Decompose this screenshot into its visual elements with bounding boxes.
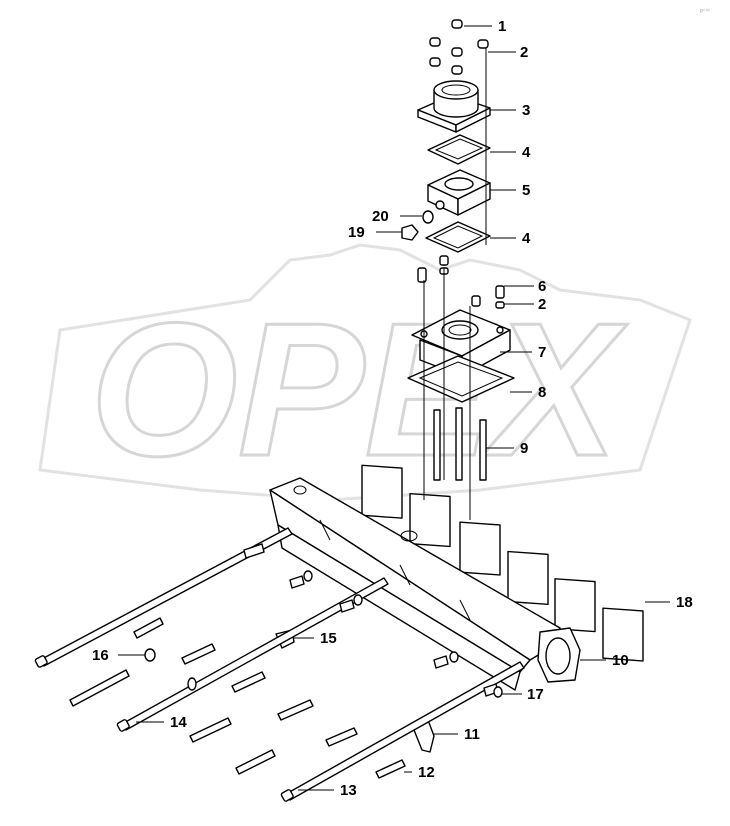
callout-5: 5 <box>490 182 530 199</box>
callout-4-upper: 4 <box>490 144 531 161</box>
callout-label: 15 <box>320 630 337 647</box>
callout-7: 7 <box>500 344 546 361</box>
callout-label: 11 <box>464 726 480 743</box>
callout-19: 19 <box>348 224 402 241</box>
callout-1: 1 <box>464 18 506 35</box>
callout-label: 18 <box>676 594 693 611</box>
callout-20: 20 <box>372 208 422 225</box>
callout-17: 17 <box>502 686 544 703</box>
callout-13: 13 <box>298 782 357 799</box>
part-cover-housing <box>417 80 491 133</box>
callout-label: 8 <box>538 384 546 401</box>
callout-8: 8 <box>510 384 546 401</box>
callout-label: 4 <box>522 144 531 161</box>
part-short-bolts <box>133 543 499 779</box>
callout-11: 11 <box>434 726 480 743</box>
callout-label: 6 <box>538 278 546 295</box>
callout-label: 9 <box>520 440 528 457</box>
callout-12: 12 <box>404 764 435 781</box>
callout-label: 10 <box>612 652 629 669</box>
assembly-center-lines <box>423 268 471 520</box>
callout-15: 15 <box>294 630 337 647</box>
callout-label: 16 <box>92 647 109 664</box>
callout-label: 19 <box>348 224 365 241</box>
callout-4-lower: 4 <box>490 230 531 247</box>
callout-label: 3 <box>522 102 530 119</box>
corner-mark: pᵒ ˢᵒ <box>700 8 710 14</box>
callout-16: 16 <box>92 647 145 664</box>
callout-10: 10 <box>580 652 629 669</box>
callout-6: 6 <box>504 278 546 295</box>
callout-label: 4 <box>522 230 531 247</box>
part-long-bolts <box>34 527 525 802</box>
part-exhaust-manifold <box>269 477 581 691</box>
callout-label: 2 <box>538 296 546 313</box>
part-washer <box>422 210 434 224</box>
part-spacer-block <box>427 169 491 216</box>
callout-2-mid: 2 <box>504 296 546 313</box>
part-small-fasteners <box>417 255 505 309</box>
callout-9: 9 <box>486 440 528 457</box>
part-gasket-lower <box>425 221 491 253</box>
callout-label: 13 <box>340 782 357 799</box>
watermark: OPEX <box>38 243 692 502</box>
part-washers <box>144 570 503 698</box>
callout-label: 2 <box>520 44 528 61</box>
watermark-text: OPEX <box>90 284 628 496</box>
part-plug <box>401 224 419 241</box>
callout-label: 17 <box>527 686 544 703</box>
callout-label: 1 <box>498 18 506 35</box>
callout-label: 5 <box>522 182 530 199</box>
callout-label: 20 <box>372 208 389 225</box>
callout-3: 3 <box>490 102 530 119</box>
callout-2-top: 2 <box>485 44 528 245</box>
part-gasket-upper <box>427 134 491 165</box>
callout-label: 12 <box>418 764 435 781</box>
callout-label: 14 <box>170 714 187 731</box>
callout-18: 18 <box>645 594 693 611</box>
part-nuts <box>429 19 489 75</box>
callout-14: 14 <box>136 714 187 731</box>
part-studs <box>433 407 487 481</box>
callout-label: 7 <box>538 344 546 361</box>
part-port-gaskets <box>361 464 644 662</box>
